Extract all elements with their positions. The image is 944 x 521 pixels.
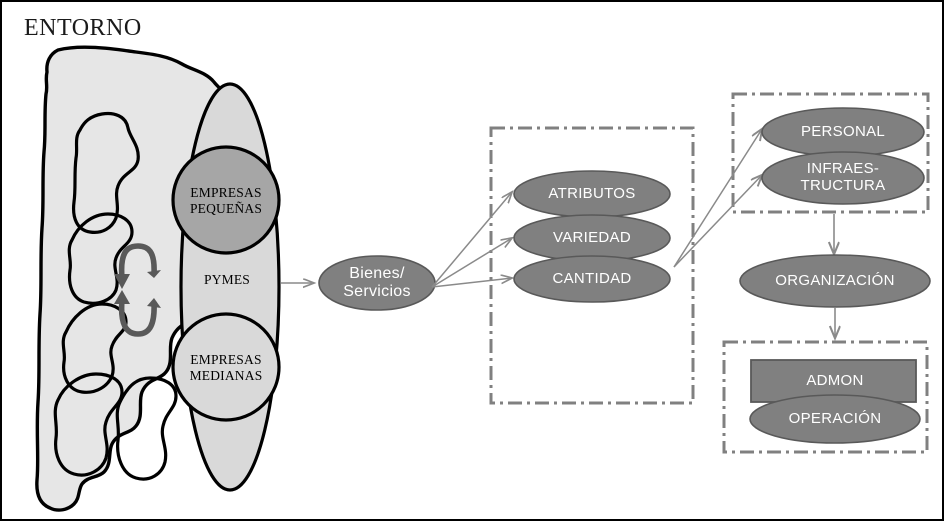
product-characteristics-box	[489, 126, 695, 405]
connector-characteristics-to-resources	[673, 129, 762, 268]
cantidad-node[interactable]	[513, 255, 671, 303]
management-box	[722, 340, 929, 454]
infraestructura-node[interactable]	[761, 151, 925, 205]
connector-output-to-characteristics	[431, 192, 512, 288]
bidirectional-cycle-arrows	[114, 243, 161, 337]
output-node[interactable]	[318, 255, 436, 311]
operacion-node[interactable]	[749, 394, 921, 444]
variedad-node[interactable]	[513, 214, 671, 262]
resources-box	[731, 92, 930, 214]
organizacion-node[interactable]	[739, 254, 931, 308]
empresas-pequenas-node	[171, 145, 281, 255]
personal-node[interactable]	[761, 107, 925, 157]
atributos-node[interactable]	[513, 170, 671, 218]
empresas-medianas-node	[171, 312, 281, 422]
pymes-group[interactable]	[171, 82, 281, 492]
